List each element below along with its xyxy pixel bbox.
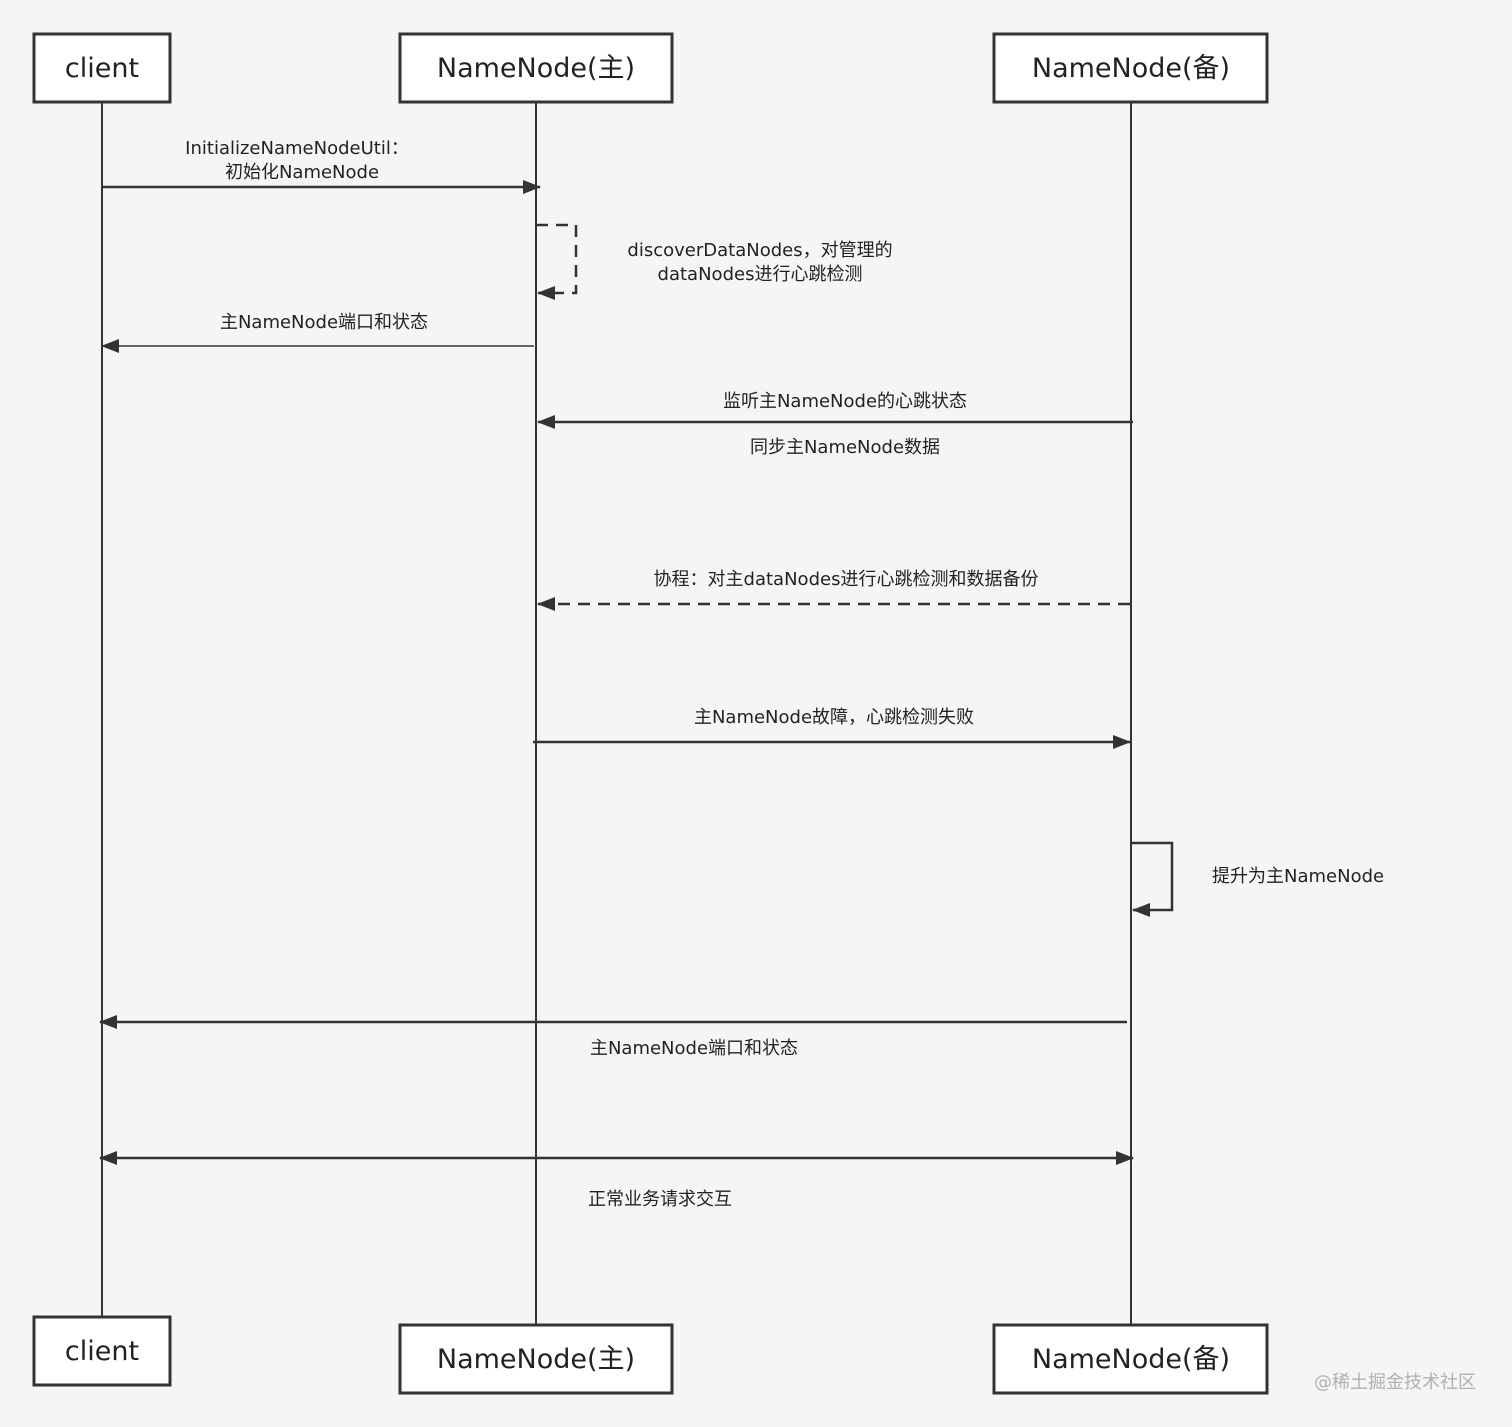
message-promote-label: 提升为主NameNode [1212, 866, 1384, 887]
actor-standby-top-label: NameNode(备) [1032, 53, 1230, 84]
message-new-primary-status-label: 主NameNode端口和状态 [590, 1038, 798, 1059]
message-primary-status-label: 主NameNode端口和状态 [220, 312, 428, 333]
message-discover-label-1: discoverDataNodes，对管理的 [627, 240, 892, 261]
actor-client-top-label: client [65, 53, 139, 84]
actor-client-bottom-label: client [65, 1336, 139, 1367]
message-listen-heartbeat: 监听主NameNode的心跳状态 同步主NameNode数据 [537, 391, 1133, 458]
message-initialize-label-1: InitializeNameNodeUtil： [185, 138, 409, 159]
message-discover-datanodes: discoverDataNodes，对管理的 dataNodes进行心跳检测 [536, 223, 893, 300]
message-coroutine-label: 协程：对主dataNodes进行心跳检测和数据备份 [654, 569, 1039, 590]
actor-primary-bottom-label: NameNode(主) [437, 1344, 635, 1375]
message-initialize-label-2: 初始化NameNode [225, 162, 379, 183]
actor-client-bottom: client [32, 1315, 172, 1387]
actor-primary-top-label: NameNode(主) [437, 53, 635, 84]
message-promote: 提升为主NameNode [1131, 841, 1384, 917]
actor-client-top: client [32, 32, 172, 104]
message-business-requests-label: 正常业务请求交互 [588, 1189, 732, 1210]
message-primary-status: 主NameNode端口和状态 [101, 312, 534, 353]
actor-primary-top: NameNode(主) [398, 32, 674, 104]
message-coroutine: 协程：对主dataNodes进行心跳检测和数据备份 [537, 569, 1130, 611]
message-primary-failure-label: 主NameNode故障，心跳检测失败 [694, 707, 974, 728]
actor-standby-bottom: NameNode(备) [992, 1323, 1269, 1395]
actor-standby-top: NameNode(备) [992, 32, 1269, 104]
actor-primary-bottom: NameNode(主) [398, 1323, 674, 1395]
message-discover-label-2: dataNodes进行心跳检测 [658, 264, 863, 285]
message-new-primary-status: 主NameNode端口和状态 [99, 1015, 1127, 1059]
message-business-requests: 正常业务请求交互 [99, 1151, 1134, 1210]
watermark: @稀土掘金技术社区 [1314, 1372, 1476, 1393]
message-primary-failure: 主NameNode故障，心跳检测失败 [533, 707, 1131, 749]
actor-standby-bottom-label: NameNode(备) [1032, 1344, 1230, 1375]
message-listen-heartbeat-label: 监听主NameNode的心跳状态 [723, 391, 967, 412]
message-initialize: InitializeNameNodeUtil： 初始化NameNode [102, 138, 541, 194]
message-sync-data-label: 同步主NameNode数据 [750, 437, 940, 458]
